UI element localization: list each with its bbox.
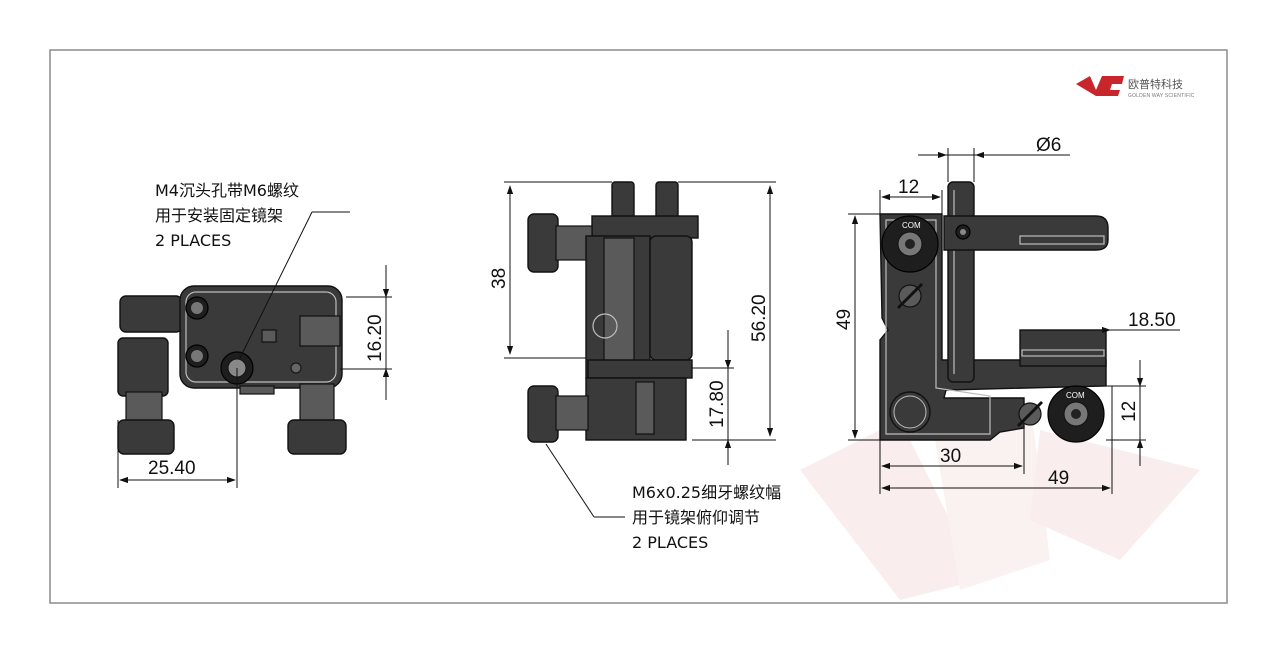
dim-38: 38	[489, 268, 510, 289]
drawing-frame	[49, 49, 1228, 604]
front-view-part	[117, 285, 347, 455]
side-view-part	[527, 181, 699, 443]
svg-text:COM: COM	[1066, 391, 1085, 400]
adjuster-knob-upper: COM	[881, 215, 939, 273]
spring-screw-upper	[896, 282, 924, 310]
dim-diameter-6: Ø6	[1036, 135, 1061, 156]
front-view: 16.20 25.40 M4沉头孔带M6螺纹 用于安装固定镜架 2 PLACES	[117, 181, 392, 488]
adjuster-knob-lower: COM	[1047, 385, 1105, 443]
front-note-line-2: 用于安装固定镜架	[155, 206, 283, 225]
side-view: 38 56.20 17.80 M6x0.25细牙螺纹幅 用于镜架俯仰调节 2 P…	[489, 181, 781, 552]
logo-name-cn: 欧普特科技	[1128, 77, 1183, 91]
svg-text:COM: COM	[902, 221, 921, 230]
side-note-line-1: M6x0.25细牙螺纹幅	[632, 483, 781, 502]
dim-12-top: 12	[898, 177, 919, 198]
dim-56-20: 56.20	[749, 294, 770, 342]
dim-30: 30	[940, 446, 961, 467]
dim-17-80: 17.80	[707, 380, 728, 428]
dim-49-left: 49	[834, 309, 855, 330]
logo-mark-icon	[1076, 76, 1112, 96]
side-note-line-2: 用于镜架俯仰调节	[632, 508, 760, 527]
side-note-line-3: 2 PLACES	[632, 533, 708, 552]
dim-18-50: 18.50	[1128, 310, 1176, 331]
front-note-line-3: 2 PLACES	[155, 231, 231, 250]
dim-12-right: 12	[1119, 401, 1140, 422]
logo-name-en: GOLDEN WAY SCIENTIFIC	[1128, 93, 1195, 99]
dim-16-20: 16.20	[365, 314, 386, 362]
front-note-line-1: M4沉头孔带M6螺纹	[155, 181, 299, 200]
back-view: COM COM Ø6	[834, 135, 1180, 494]
dim-25-40: 25.40	[148, 458, 196, 479]
company-logo: 欧普特科技 GOLDEN WAY SCIENTIFIC	[1076, 76, 1195, 99]
back-view-part: COM COM	[879, 181, 1109, 443]
spring-screw-lower	[1016, 400, 1044, 428]
watermark-logo	[800, 400, 1200, 600]
dim-49-bottom: 49	[1048, 468, 1069, 489]
